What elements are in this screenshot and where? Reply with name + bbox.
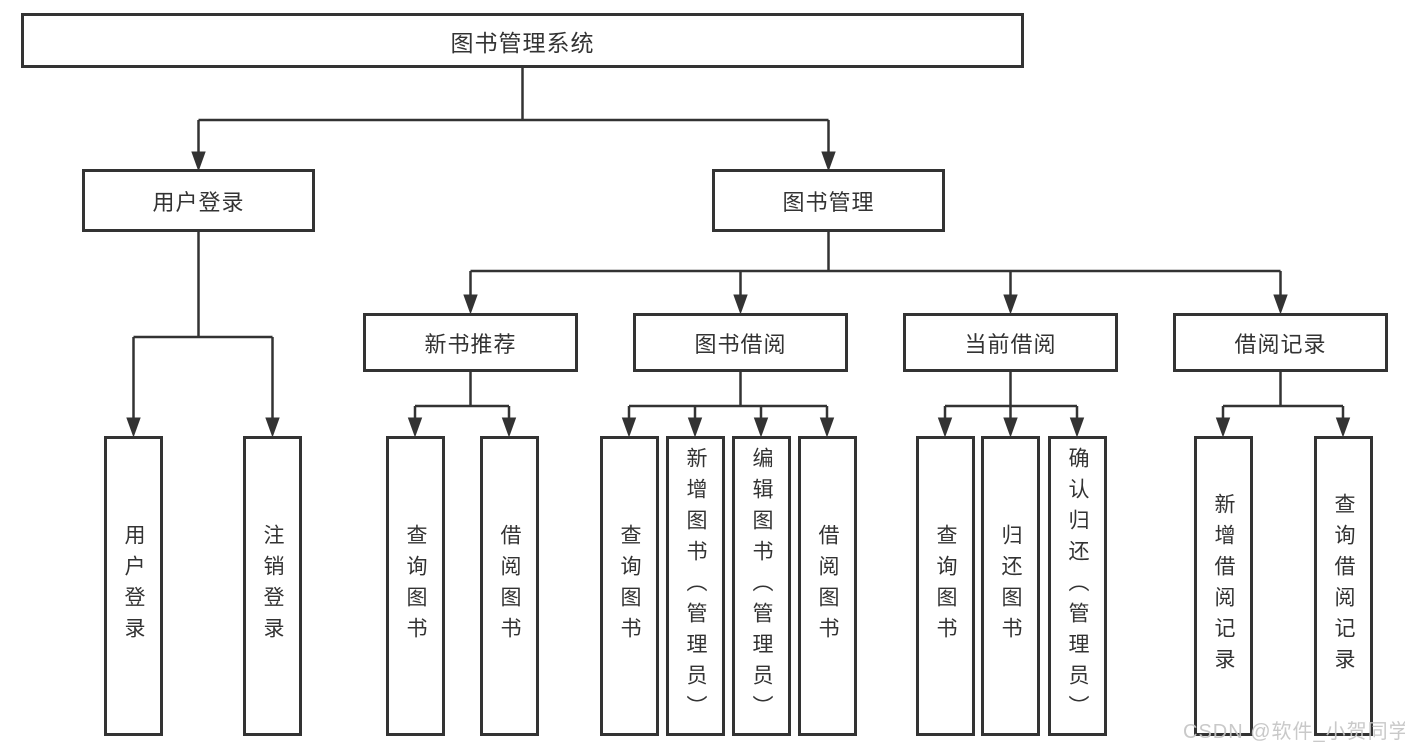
connector-user-login [132,232,274,420]
node-book-borrowing: 图书借阅 [633,313,848,372]
node-current-borrowing: 当前借阅 [903,313,1118,372]
leaf-add-books-admin: 新增图书（管理员） [666,436,725,736]
node-borrowing-records: 借阅记录 [1173,313,1388,372]
node-user-login-group: 用户登录 [82,169,315,232]
connector-root [197,68,830,154]
leaf-query-borrow-record: 查询借阅记录 [1314,436,1373,736]
arrowheads [126,151,1351,438]
leaf-borrow-books: 借阅图书 [798,436,857,736]
connector-book-management [469,232,1282,297]
connector-borrowing-records [1221,372,1345,420]
node-root: 图书管理系统 [21,13,1024,68]
leaf-query-books-borrowing: 查询图书 [600,436,659,736]
connector-book-borrowing [627,372,829,420]
leaf-user-login: 用户登录 [104,436,163,736]
leaf-add-borrow-record: 新增借阅记录 [1194,436,1253,736]
leaf-confirm-return-admin: 确认归还（管理员） [1048,436,1107,736]
leaf-return-books: 归还图书 [981,436,1040,736]
leaf-query-books-current: 查询图书 [916,436,975,736]
connector-current-borrowing [943,372,1079,420]
leaf-edit-books-admin: 编辑图书（管理员） [732,436,791,736]
leaf-query-books-recommend: 查询图书 [386,436,445,736]
connector-new-book-recommend [413,372,511,420]
leaf-logout-login: 注销登录 [243,436,302,736]
leaf-borrow-books-recommend: 借阅图书 [480,436,539,736]
node-new-book-recommend: 新书推荐 [363,313,578,372]
csdn-watermark: CSDN @软件_小贺同学 [1183,721,1405,743]
node-book-management: 图书管理 [712,169,945,232]
